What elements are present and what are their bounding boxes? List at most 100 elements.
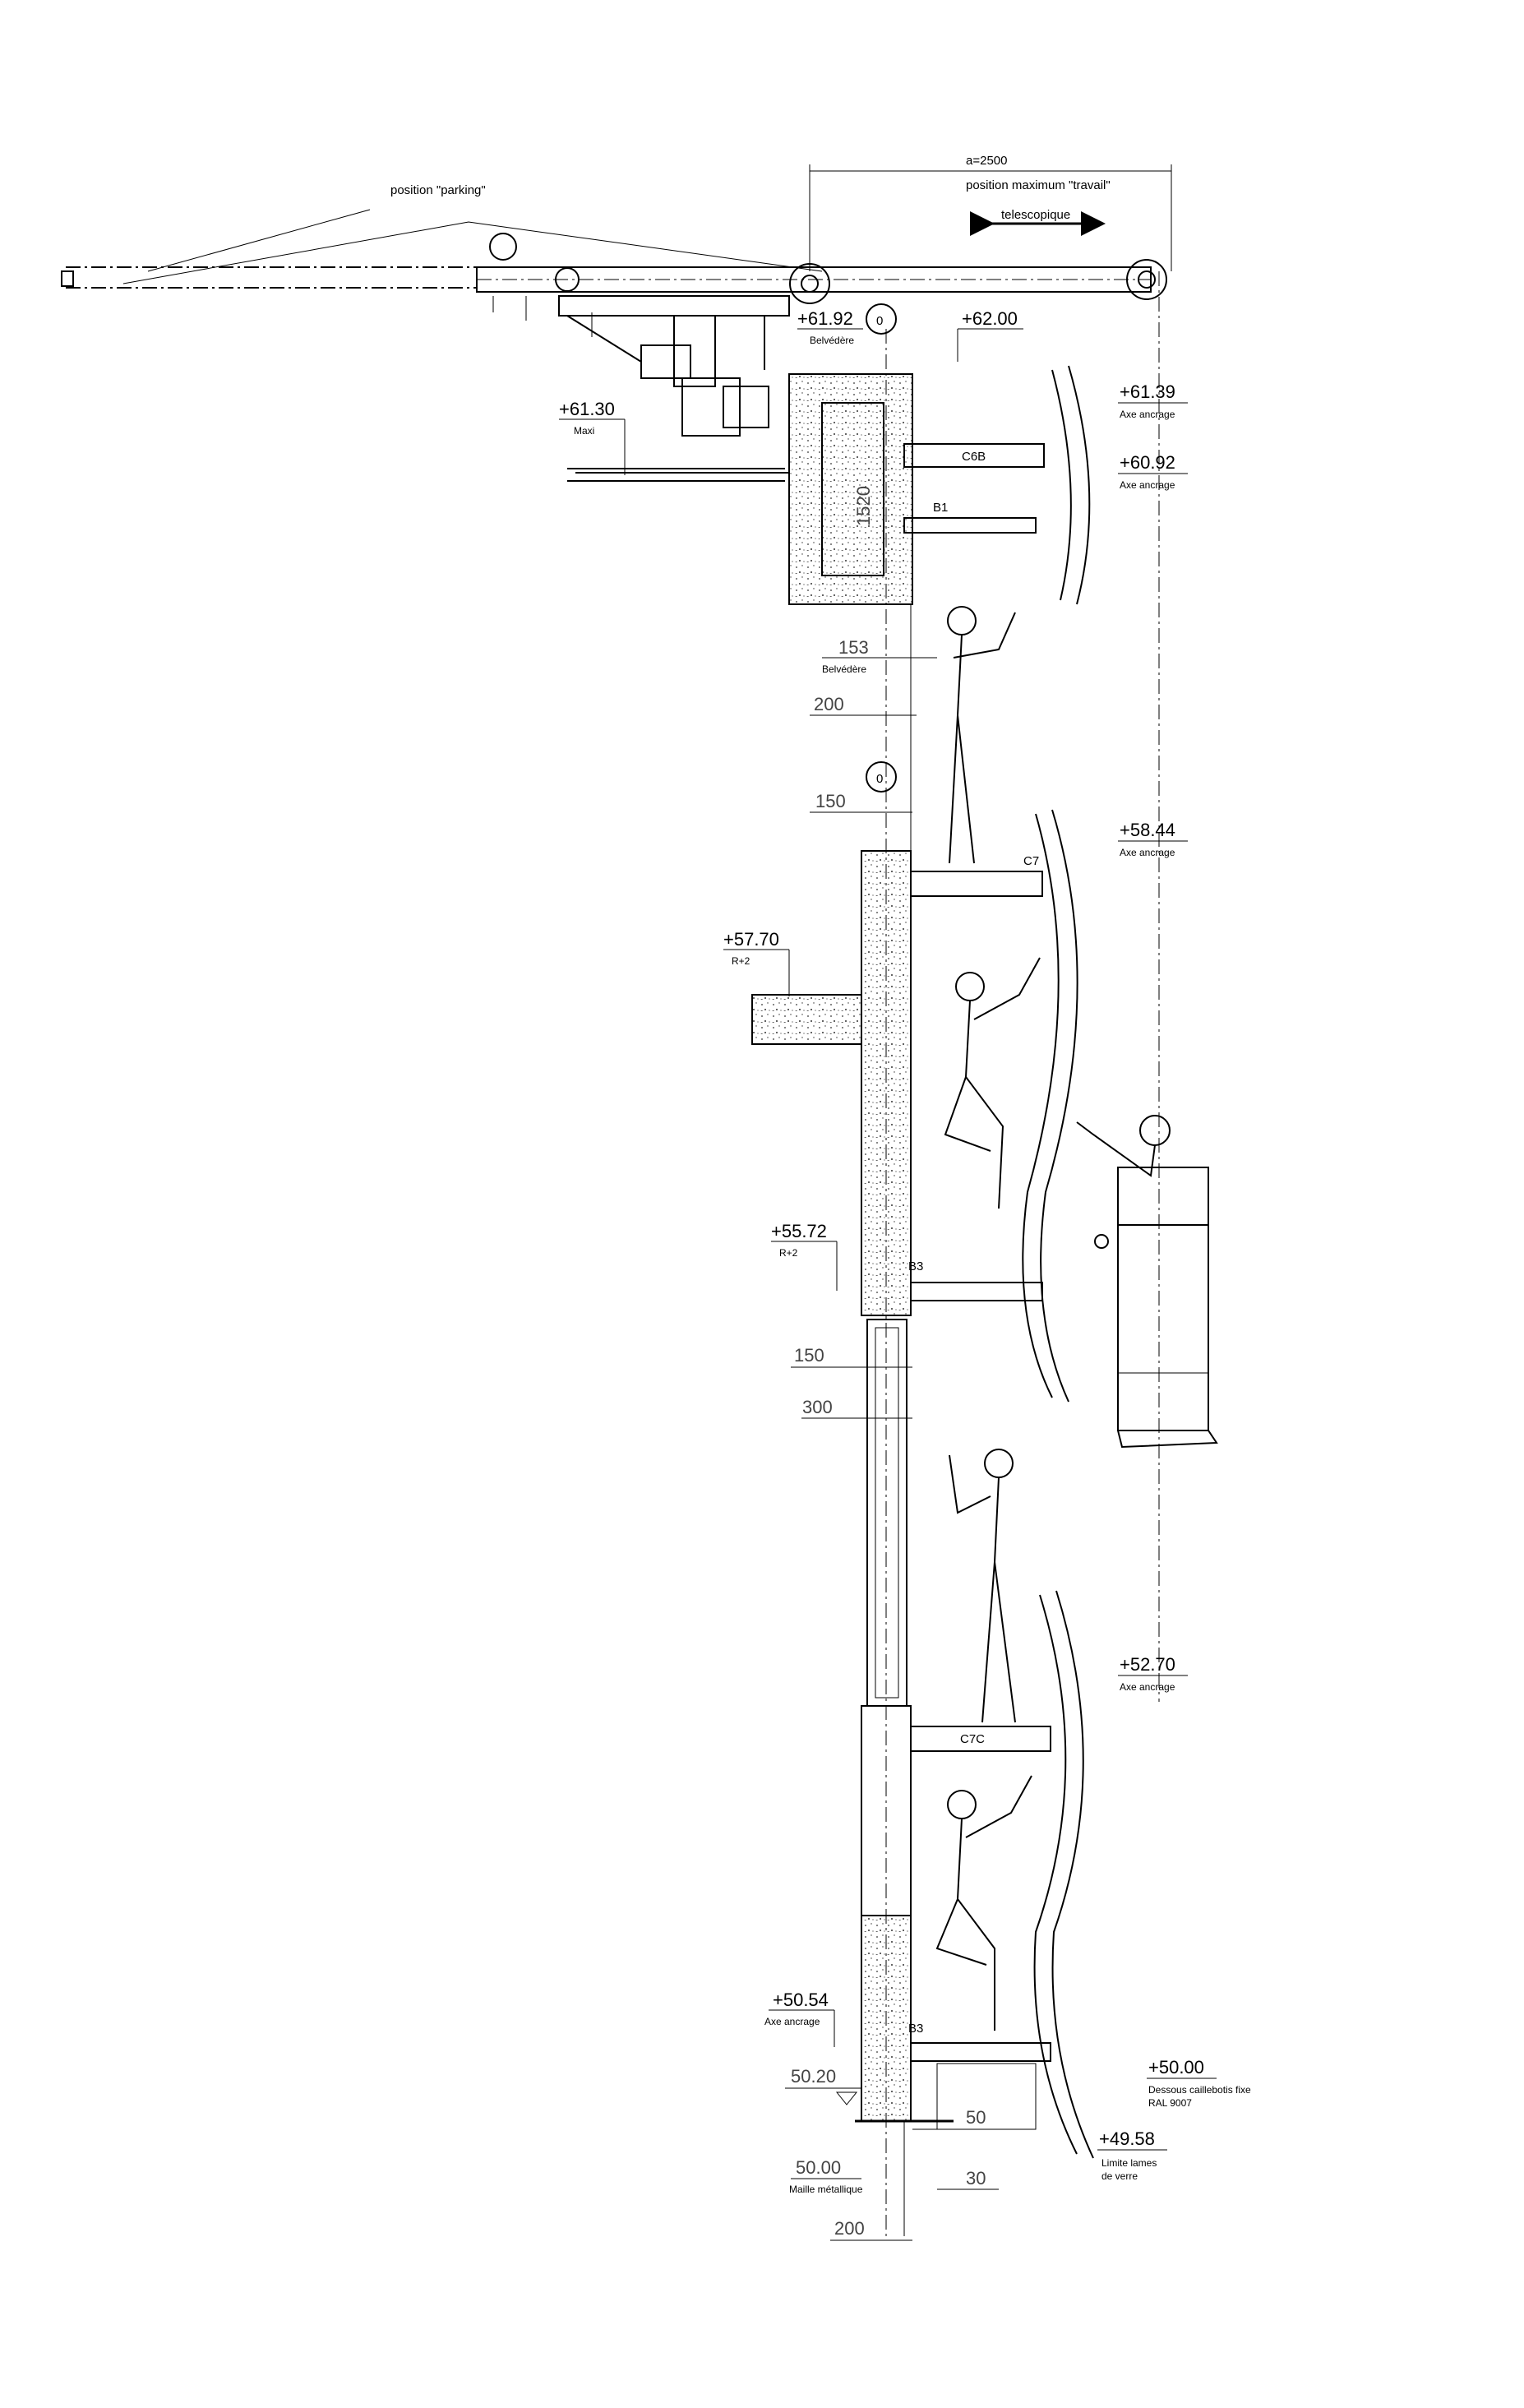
level-5000-value: +50.00 [1148,2057,1204,2078]
level-6130-caption: Maxi [574,425,594,437]
level-5844-value: +58.44 [1120,820,1175,840]
tag-b1: B1 [933,501,948,515]
worker-figures [935,606,1218,2031]
tag-b3-upper: B3 [908,1259,923,1273]
tag-c7: C7 [1023,854,1039,868]
dim-1520-text: 1520 [853,486,874,526]
wheel-1 [489,233,517,261]
level-50-00-value: 50.00 [796,2157,841,2178]
level-5270: +52.70 Axe ancrage [1118,1654,1188,1693]
dim-50-text: 50 [966,2107,986,2128]
level-6130: +61.30 Maxi [559,399,626,475]
arm-end-cap [61,270,74,287]
worker-3-head [984,1449,1014,1478]
floor-slab-r2 [751,994,862,1045]
level-5572-caption: R+2 [779,1247,798,1259]
brackets: C6B B1 C7 B3 C7C B3 [903,443,1051,2130]
worker-1 [947,606,1016,864]
bracket-b3-lower [910,2042,1051,2062]
telescopic-label: telescopique [1001,208,1070,222]
gondola-base [1116,1430,1218,1449]
tag-c6b: C6B [962,450,986,464]
dim-200-top-text: 200 [814,694,844,714]
level-5000-caption2: RAL 9007 [1148,2097,1192,2109]
level-4958-caption2: de verre [1101,2170,1138,2182]
dim-153-caption: Belvédère [822,663,866,675]
lower-grating [936,2063,1037,2130]
axis-mark-mid: 0 [876,772,883,786]
level-6192: +61.92 Belvédère [797,308,863,346]
dim-50: 50 [912,2107,995,2130]
dim-200-bottom: 200 [830,2218,912,2241]
blade-middle [1022,809,1078,1403]
worker-3-body [949,1454,1016,1723]
dim-150-top-text: 150 [815,791,846,811]
bracket-c7c [910,1726,1051,1752]
wheel-3-hub [801,275,819,293]
dim-200-top: 200 [810,694,917,716]
wheel-2 [555,267,580,292]
level-6092-caption: Axe ancrage [1120,479,1175,491]
level-5020: 50.20 [785,2066,861,2105]
gondola-basket [1117,1224,1209,1431]
dim-30-text: 30 [966,2168,986,2188]
gondola-roller [1094,1234,1109,1249]
level-5054-value: +50.54 [773,1990,829,2010]
gear-box [681,377,741,437]
level-5020-triangle [835,2091,858,2105]
worker-2-body [944,957,1041,1209]
parking-arm-outline [66,266,477,289]
level-6200: +62.00 [957,308,1023,362]
level-4958-caption: Limite lames [1101,2157,1157,2169]
dim-a-2500: a=2500 [809,154,1172,271]
wheel-4 [1126,259,1167,300]
level-6092-value: +60.92 [1120,452,1175,473]
level-5770: +57.70 R+2 [723,929,790,996]
gantry-arm [61,209,1167,482]
bracket-c7 [910,871,1043,897]
motor-block [640,344,691,379]
blade-top [1051,365,1091,605]
level-5572: +55.72 R+2 [771,1221,838,1291]
belvedere-opening [821,402,884,576]
carriage-hangers [492,296,593,337]
carriage-frame [558,295,790,317]
gondola-worker-head [1139,1115,1171,1146]
dim-300: 300 [801,1397,912,1419]
dim-150-top: 150 [810,791,912,813]
level-5020-value: 50.20 [791,2066,836,2087]
level-6200-value: +62.00 [962,308,1018,329]
level-50-00: 50.00 Maille métallique [789,2157,863,2195]
dim-150-mid-text: 150 [794,1345,824,1366]
window-frame [866,1319,907,1707]
blade-bottom [1033,1590,1094,2159]
axis-marker-mid: 0 [866,761,897,793]
level-5770-caption: R+2 [732,955,750,967]
level-5270-value: +52.70 [1120,1654,1175,1675]
dim-150-mid: 150 [791,1345,912,1368]
dim-300-text: 300 [802,1397,833,1417]
level-5000-caption: Dessous caillebotis fixe [1148,2084,1251,2096]
level-6139-value: +61.39 [1120,381,1175,402]
bracket-c6b [903,443,1045,468]
parking-leader [147,209,371,272]
gondola-top [1117,1167,1209,1226]
wheel-4-hub [1138,270,1156,289]
building-structure [575,329,954,2240]
worker-4 [935,1775,1032,2031]
dim-1520: 1520 [853,486,874,526]
level-5270-caption: Axe ancrage [1120,1681,1175,1693]
worker-2 [944,957,1041,1209]
worker-1-head [947,606,977,636]
level-6139: +61.39 Axe ancrage [1118,381,1188,420]
level-4958: +49.58 Limite lames de verre [1097,2128,1167,2182]
level-5770-value: +57.70 [723,929,779,950]
level-4958-value: +49.58 [1099,2128,1155,2149]
telescopic-arrow: telescopique [970,208,1106,236]
worker-4-head [947,1790,977,1819]
dim-153: 153 Belvédère [822,637,937,675]
worker-1-body [949,612,1016,864]
carriage-struts [566,315,765,387]
axis-mark-top: 0 [876,314,883,328]
